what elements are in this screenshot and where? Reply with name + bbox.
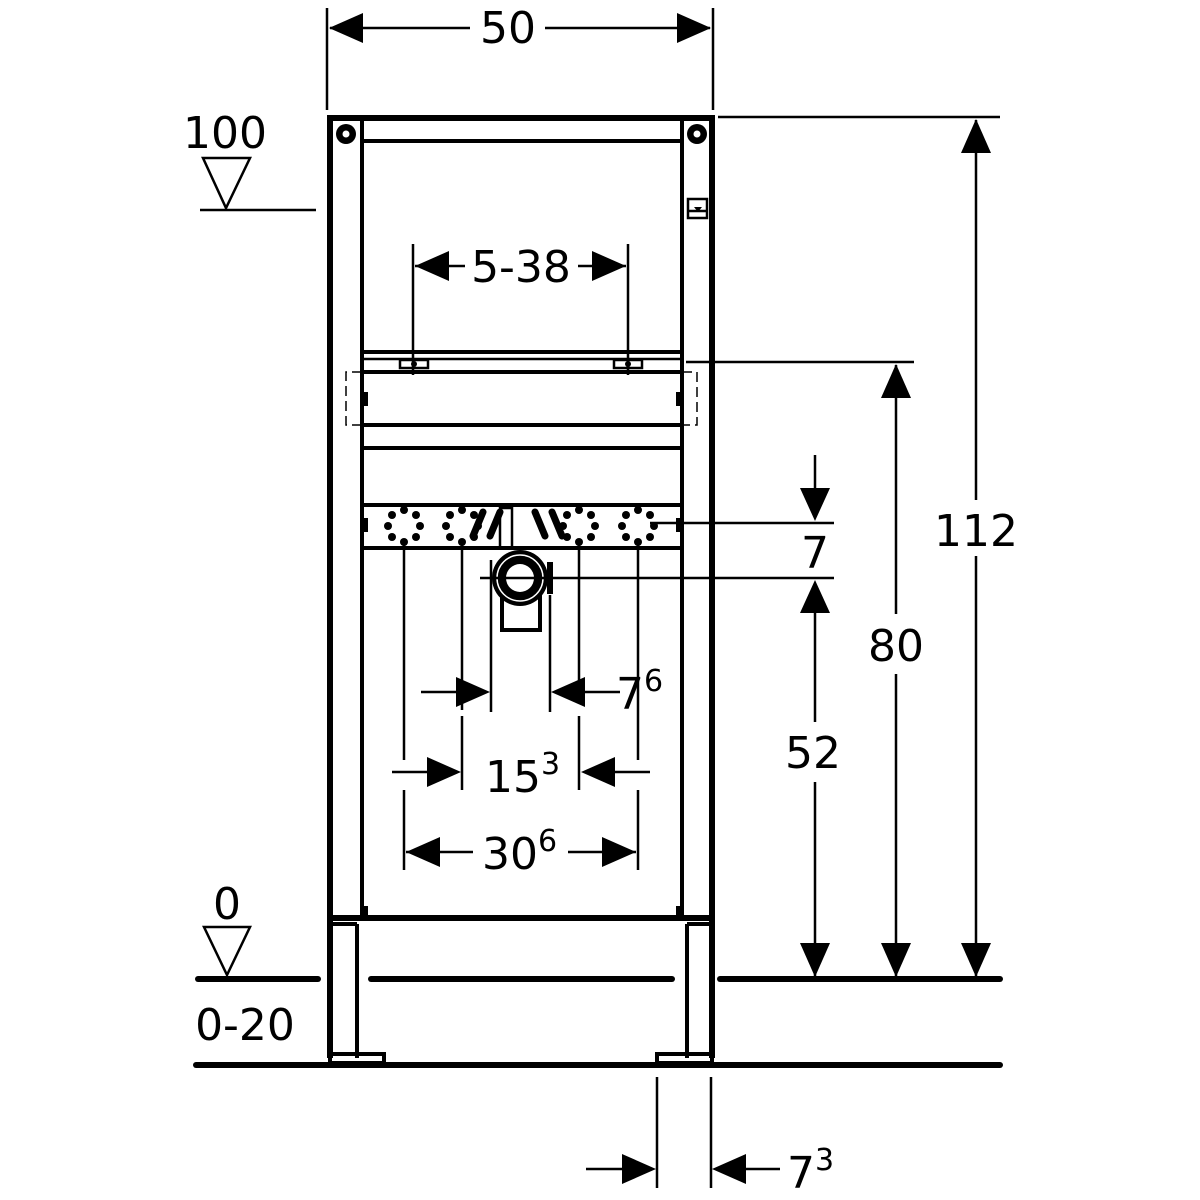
bracket-left-dashed [345, 371, 362, 426]
arrow-right-icon [622, 1154, 656, 1184]
arrow-down-icon [800, 488, 830, 521]
total-height-label: 112 [934, 506, 1018, 557]
mid-spacing-sup: 3 [541, 747, 560, 782]
frame-width-label: 50 [480, 3, 536, 54]
outer-spacing-label: 306 [482, 824, 557, 880]
arrow-up-icon [800, 580, 830, 613]
left-foot-plate [328, 1052, 386, 1065]
plate-hole [446, 533, 454, 541]
arrow-left-icon [406, 837, 440, 867]
dimension-fixing-spacing: 5-38 [411, 242, 630, 375]
arrow-left-icon [415, 251, 449, 281]
crossbar-height-label: 80 [868, 621, 924, 672]
arrow-right-icon [427, 757, 461, 787]
foot-depth-sup: 3 [815, 1143, 834, 1178]
arrow-down-icon [961, 943, 991, 977]
arrow-left-icon [712, 1154, 746, 1184]
plate-hole [446, 511, 454, 519]
level-triangle-icon [202, 925, 252, 978]
dimension-frame-width: 50 [325, 3, 715, 110]
frame-outline [327, 115, 715, 921]
plate-hole [646, 533, 654, 541]
arrow-down-icon [800, 943, 830, 977]
arrow-up-icon [961, 119, 991, 153]
arrow-down-icon [881, 943, 911, 977]
plate-hole [412, 533, 420, 541]
plate-hole [442, 522, 450, 530]
outer-spacing-sup: 6 [538, 824, 557, 859]
plate-hole [416, 522, 424, 530]
arrow-right-icon [592, 251, 626, 281]
plate-hole [634, 506, 642, 514]
level-100-label: 100 [183, 108, 267, 159]
plate-hole [622, 511, 630, 519]
right-foot-plate [655, 1052, 714, 1065]
mid-spacing-label: 153 [485, 747, 560, 803]
plate-slot [531, 508, 549, 540]
plate-hole [646, 511, 654, 519]
drain-height-label: 52 [785, 728, 841, 779]
arrow-left-icon [581, 757, 615, 787]
plate-hole [458, 506, 466, 514]
plate-slot [469, 508, 487, 540]
foot-depth-label: 73 [787, 1143, 834, 1199]
mid-spacing-value: 15 [485, 752, 541, 803]
arrow-right-icon [456, 677, 490, 707]
arrow-left-icon [551, 677, 585, 707]
plate-slot [486, 508, 504, 540]
plate-hole [618, 522, 626, 530]
inner-spacing-value: 7 [616, 669, 644, 720]
plate-hole [470, 511, 478, 519]
plate-hole [384, 522, 392, 530]
plate-hole [587, 533, 595, 541]
level-triangle-icon [201, 156, 252, 211]
plate-hole [622, 533, 630, 541]
dimension-outer-spacing: 306 [406, 824, 636, 880]
dimension-mid-spacing: 153 [392, 747, 650, 803]
outer-spacing-value: 30 [482, 829, 538, 880]
foot-depth-value: 7 [787, 1148, 815, 1199]
plate-hole [412, 511, 420, 519]
level-marker-icon [686, 197, 709, 220]
dimension-drain-height: 52 [785, 613, 841, 977]
adjustment-range-label: 0-20 [195, 1000, 295, 1051]
plate-hole [400, 506, 408, 514]
arrow-right-icon [677, 13, 711, 43]
plate-hole-pattern [384, 506, 658, 546]
dimension-inner-spacing: 76 [421, 664, 663, 720]
inner-spacing-label: 76 [616, 664, 663, 720]
plate-hole [587, 511, 595, 519]
inner-spacing-sup: 6 [644, 664, 663, 699]
dimension-crossbar-height: 80 [686, 360, 924, 977]
plate-hole [563, 511, 571, 519]
extension-lines [402, 540, 640, 870]
plate-hole [388, 511, 396, 519]
dimension-total-height: 112 [718, 115, 1018, 977]
plate-hole [575, 506, 583, 514]
fixing-spacing-label: 5-38 [471, 242, 571, 293]
plate-hole [388, 533, 396, 541]
plate-slot [548, 508, 566, 540]
arrow-up-icon [881, 364, 911, 398]
dimension-drain-offset: 7 [480, 455, 834, 613]
arrow-right-icon [602, 837, 636, 867]
level-0-marker: 0 [202, 879, 252, 978]
plate-hole [591, 522, 599, 530]
floor-lines [193, 976, 1003, 1068]
level-100-marker: 100 [183, 108, 316, 212]
drain-offset-label: 7 [801, 528, 829, 579]
bracket-right-dashed [682, 371, 698, 426]
level-0-label: 0 [213, 879, 241, 930]
arrow-left-icon [329, 13, 363, 43]
dimension-foot-depth: 73 [586, 1077, 834, 1199]
